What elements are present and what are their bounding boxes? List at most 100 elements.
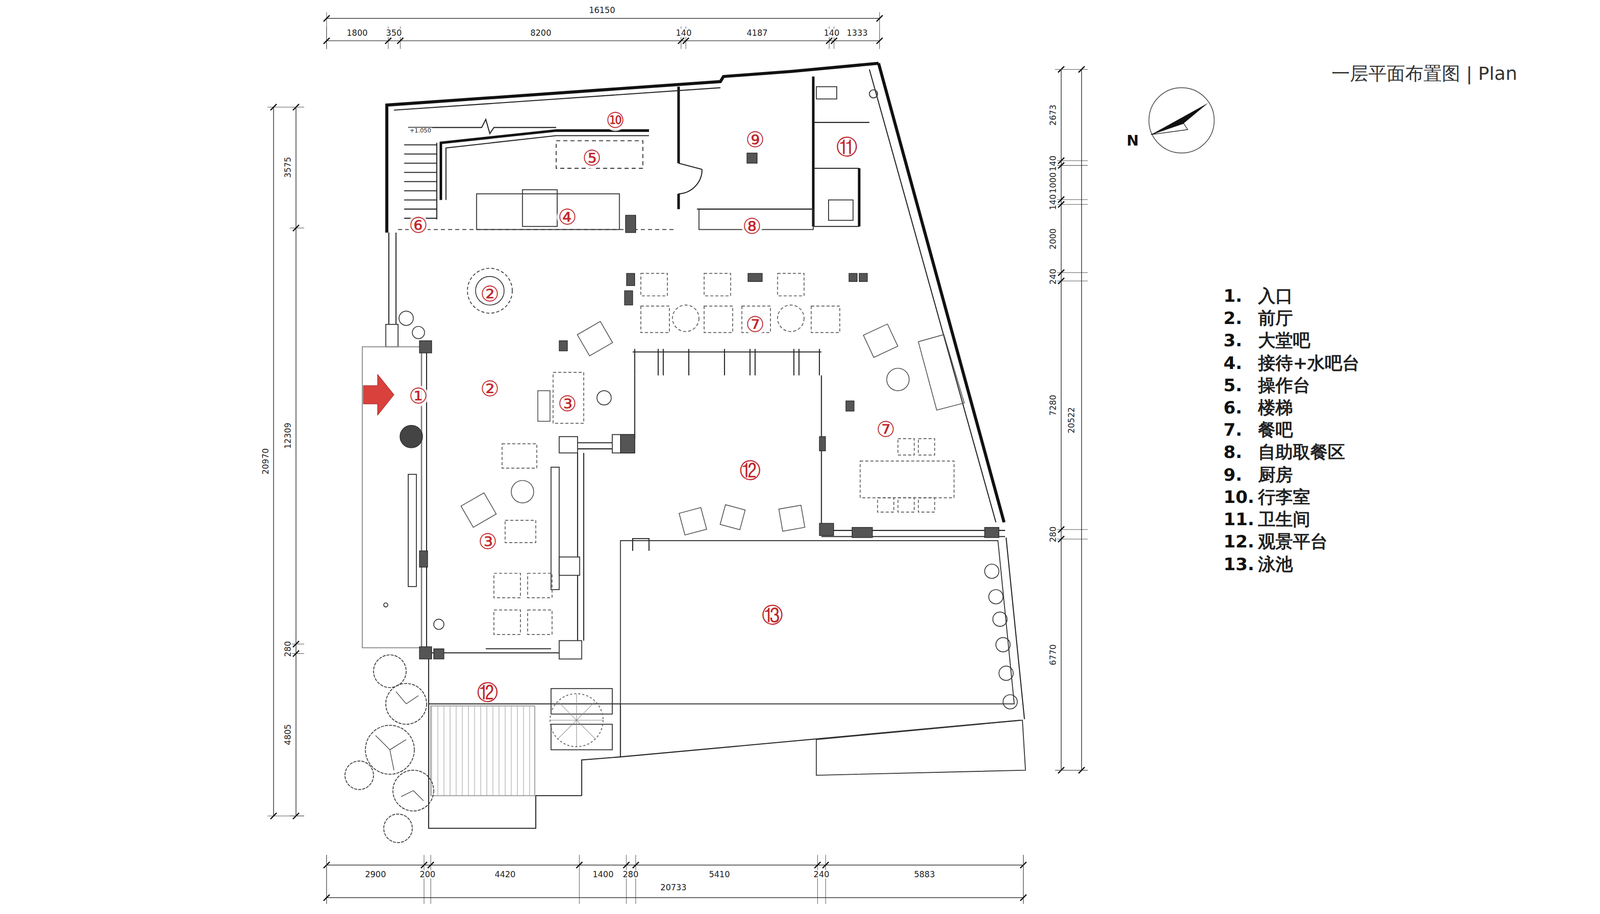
dimension-tick (1058, 162, 1065, 169)
dimension-text: 4420 (493, 870, 517, 879)
dimension-text: 20522 (1067, 406, 1076, 435)
callout-number: ⑤ (581, 147, 603, 169)
legend-number: 5. (1222, 376, 1244, 395)
dimension-text: 140 (1049, 192, 1058, 211)
fixtures (612, 434, 635, 454)
plants (399, 311, 414, 326)
fixtures (816, 86, 837, 99)
fixtures (828, 199, 854, 221)
furniture (527, 609, 553, 635)
north-label: N (1125, 133, 1140, 149)
dimension-text: 12309 (283, 421, 292, 450)
plants (995, 637, 1011, 652)
legend-number: 4. (1222, 354, 1244, 372)
columns (419, 152, 999, 659)
columns (625, 215, 636, 233)
dimension-tick (1078, 66, 1085, 73)
plants (344, 268, 1018, 844)
dimension-tick (1058, 201, 1065, 208)
dimension-tick (1020, 894, 1027, 902)
dimension-tick (293, 224, 300, 232)
furniture (918, 334, 965, 411)
thin-walls (1006, 537, 1025, 720)
dimension-text: 16150 (588, 6, 617, 15)
legend-text: 前厅 (1257, 309, 1294, 327)
dimension-line (326, 40, 880, 42)
furniture (720, 504, 746, 531)
plants (412, 326, 425, 339)
legend-text: 大堂吧 (1257, 331, 1312, 350)
columns (819, 523, 834, 536)
dimension-tick (270, 103, 277, 111)
fixtures (620, 540, 1015, 705)
fixtures (559, 557, 580, 576)
thin-walls (404, 142, 438, 220)
callout-number: ⑥ (407, 214, 429, 237)
furniture (877, 497, 894, 513)
entrance-arrow (363, 374, 394, 415)
dimension-tick (682, 37, 690, 45)
legend-text: 操作台 (1257, 376, 1312, 395)
outer-walls (878, 63, 1004, 523)
fixtures (559, 640, 582, 660)
plants (373, 654, 407, 688)
dimension-text: 20970 (261, 447, 270, 476)
furniture (511, 480, 534, 504)
columns (626, 273, 635, 286)
thin-walls (426, 649, 560, 653)
fixtures (869, 89, 878, 99)
furniture (553, 372, 584, 424)
extension-line (1022, 855, 1024, 904)
extension-line (423, 855, 425, 904)
dimension-text: 140 (674, 28, 693, 37)
callout-number: ⑫ (738, 459, 762, 482)
dimension-tick (427, 861, 434, 869)
legend-number: 7. (1222, 421, 1244, 439)
dimension-text: 280 (1049, 525, 1058, 544)
thin-walls (388, 69, 1025, 829)
callout-number: ⑦ (744, 313, 766, 336)
legend-text: 观景平台 (1257, 533, 1329, 551)
dimension-text: 280 (283, 640, 292, 658)
fixtures (816, 720, 1026, 776)
legend-number: 9. (1222, 466, 1244, 484)
dimension-tick (876, 37, 883, 45)
callout-number: ② (479, 378, 501, 400)
furniture (679, 507, 707, 535)
elevation-mark: +1.050 (408, 127, 432, 134)
thin-walls (678, 163, 814, 210)
extension-line (1054, 69, 1088, 70)
legend-number: 8. (1222, 443, 1244, 461)
plants (467, 268, 513, 314)
extension-line (825, 855, 826, 904)
callout-number: ③ (477, 531, 499, 553)
thin-walls (445, 135, 650, 201)
thin-walls (632, 348, 822, 376)
dimension-tick (1058, 278, 1065, 285)
legend-number: 10. (1222, 488, 1256, 506)
furniture (460, 492, 497, 528)
north-arrow (1148, 87, 1215, 153)
dimension-text: 240 (812, 870, 830, 879)
plants (433, 619, 445, 630)
outer-walls (678, 76, 860, 227)
dimension-tick (270, 813, 277, 820)
north-arrow (1148, 87, 1215, 153)
legend-text: 厨房 (1257, 466, 1294, 484)
extension-line (430, 855, 431, 904)
dimension-text: 1800 (345, 28, 369, 37)
callout-number: ⑧ (741, 215, 763, 238)
dimension-tick (1058, 269, 1065, 277)
plants (984, 563, 1000, 579)
dimension-tick (623, 861, 630, 869)
outer-walls (386, 63, 1005, 523)
thin-walls (428, 652, 621, 829)
extension-line (817, 855, 818, 904)
extension-line (1054, 165, 1088, 166)
dimension-line (1060, 69, 1062, 771)
fixtures (385, 324, 399, 347)
columns (819, 436, 826, 452)
fixtures (383, 603, 388, 608)
callout-number: ⑫ (475, 681, 500, 704)
extension-line (1054, 770, 1088, 771)
